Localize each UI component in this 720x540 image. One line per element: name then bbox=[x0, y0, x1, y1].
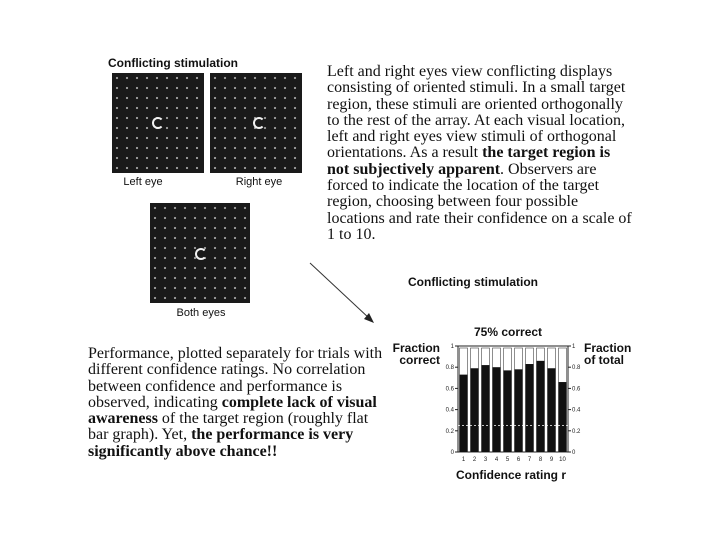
y-left-tick-label: 0 bbox=[451, 450, 455, 456]
y-right-tick-label: 1 bbox=[572, 344, 576, 350]
bar bbox=[536, 360, 545, 452]
left-eye-caption: Left eye bbox=[123, 176, 163, 188]
performance-text-1: Performance, plotted separately for tria… bbox=[88, 345, 383, 411]
bar bbox=[525, 364, 534, 452]
right-eye-caption: Right eye bbox=[235, 176, 283, 188]
description-text-1: Left and right eyes view conflicting dis… bbox=[327, 63, 626, 162]
x-tick-label: 9 bbox=[550, 457, 554, 463]
y-right-tick-label: 0.4 bbox=[572, 408, 581, 414]
x-tick-label: 1 bbox=[462, 457, 466, 463]
y-axis-right-label: Fraction of total bbox=[584, 341, 632, 367]
y-left-tick-label: 0.4 bbox=[446, 408, 455, 414]
y-right-tick-label: 0.2 bbox=[572, 429, 581, 435]
bar bbox=[470, 368, 479, 452]
x-tick-label: 3 bbox=[484, 457, 488, 463]
y-left-tick-label: 0.8 bbox=[446, 365, 455, 371]
x-tick-label: 2 bbox=[473, 457, 477, 463]
target-region-marker bbox=[253, 117, 265, 129]
bar bbox=[558, 382, 567, 452]
x-tick-label: 6 bbox=[517, 457, 521, 463]
description-paragraph: Left and right eyes view conflicting dis… bbox=[327, 63, 632, 243]
left-eye-stimulus bbox=[112, 73, 204, 173]
right-eye-stimulus bbox=[210, 73, 302, 173]
description-text-2: . Observers are forced to indicate the l… bbox=[327, 160, 632, 243]
both-eyes-stimulus bbox=[150, 203, 250, 303]
description-bold-text: the target region is not subjectively ap… bbox=[327, 144, 611, 178]
y-right-tick-label: 0.6 bbox=[572, 386, 581, 392]
arrow-graphic bbox=[309, 262, 374, 323]
performance-paragraph: Performance, plotted separately for tria… bbox=[88, 345, 392, 460]
chart-subtitle: 75% correct bbox=[474, 325, 543, 339]
target-region-marker bbox=[195, 248, 207, 260]
performance-bold-text-2: the performance is very significantly ab… bbox=[88, 426, 354, 460]
x-tick-label: 7 bbox=[528, 457, 532, 463]
bar bbox=[481, 365, 490, 452]
y-left-tick-label: 0.6 bbox=[446, 386, 455, 392]
arrow-head bbox=[364, 313, 374, 323]
x-tick-label: 5 bbox=[506, 457, 510, 463]
bar bbox=[547, 368, 556, 452]
y-right-tick-label: 0 bbox=[572, 450, 576, 456]
arrow-line bbox=[309, 262, 371, 320]
bar bbox=[514, 369, 523, 452]
x-tick-label: 4 bbox=[495, 457, 499, 463]
x-tick-label: 10 bbox=[559, 457, 566, 463]
target-region-marker bbox=[152, 117, 164, 129]
y-left-tick-label: 1 bbox=[451, 344, 455, 350]
y-axis-left-label: Fraction correct bbox=[392, 341, 440, 367]
y-right-tick-label: 0.8 bbox=[572, 365, 581, 371]
chart-title: Conflicting stimulation bbox=[408, 275, 538, 289]
performance-bold-text-1: complete lack of visual awareness bbox=[88, 393, 377, 428]
x-axis-label: Confidence rating r bbox=[456, 468, 567, 482]
bar bbox=[492, 367, 501, 452]
bar bbox=[459, 374, 468, 452]
bar bbox=[503, 370, 512, 452]
x-tick-label: 8 bbox=[539, 457, 543, 463]
performance-text-2: of the target region (roughly flat bar g… bbox=[88, 410, 369, 444]
y-left-tick-label: 0.2 bbox=[446, 429, 455, 435]
plot-frame bbox=[457, 345, 569, 453]
both-eyes-caption: Both eyes bbox=[176, 307, 226, 319]
stimuli-heading: Conflicting stimulation bbox=[108, 56, 238, 70]
